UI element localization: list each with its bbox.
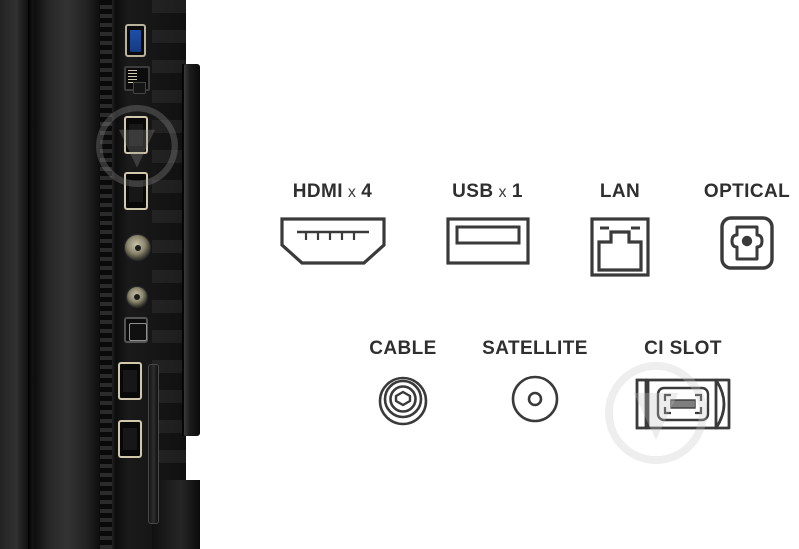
ci-cam-card-icon-wrap — [630, 374, 736, 434]
spec-cable: CABLE — [355, 339, 451, 426]
tv-port-optical — [124, 317, 148, 343]
optical-toslink-icon — [720, 216, 774, 270]
spec-lan-label: LAN — [578, 182, 662, 201]
lan-latch-tab — [133, 82, 146, 94]
coaxial-cable-icon — [378, 376, 428, 426]
tv-vent-gap — [112, 0, 116, 549]
spec-optical-name: OPTICAL — [703, 181, 791, 202]
lan-pin-contacts — [128, 70, 137, 84]
spec-optical: OPTICAL — [700, 182, 794, 271]
tv-port-cable-coax — [124, 234, 151, 261]
tv-port-ci-slot — [148, 364, 159, 524]
spec-cislot-label: CI SLOT — [630, 339, 736, 358]
tv-port-lan — [124, 66, 150, 94]
optical-toslink-icon-wrap — [700, 215, 794, 271]
tv-bezel-edge — [28, 0, 38, 549]
spec-cislot: CI SLOT — [630, 339, 736, 434]
spec-cable-label: CABLE — [355, 339, 451, 358]
tv-bottom-step — [152, 480, 200, 549]
tv-vent-grille — [100, 0, 112, 549]
ci-cam-card-icon — [635, 378, 731, 430]
tv-rear-port-panel — [0, 0, 200, 549]
spec-lan: LAN — [578, 182, 662, 279]
satellite-f-connector-icon-wrap — [475, 372, 595, 424]
usb-connector-icon-wrap — [430, 215, 545, 267]
tv-port-hdmi-2 — [124, 172, 148, 210]
coaxial-cable-icon-wrap — [355, 372, 451, 426]
satellite-f-connector-icon — [511, 375, 559, 423]
usb3-blue-insert — [130, 30, 141, 52]
tv-port-hdmi-3 — [118, 362, 142, 400]
optical-inner-shutter — [129, 323, 147, 341]
spec-usb-name: USB — [452, 181, 494, 202]
tv-port-usb3 — [125, 24, 146, 57]
tv-port-satellite-coax — [126, 286, 148, 308]
spec-hdmi-count: 4 — [361, 181, 373, 202]
usb-connector-icon — [445, 217, 530, 265]
hdmi-connector-icon — [279, 217, 386, 265]
spec-satellite-name: SATELLITE — [482, 338, 588, 359]
spec-usb-count: 1 — [511, 181, 523, 202]
spec-lan-name: LAN — [599, 181, 641, 202]
spec-hdmi-name: HDMI — [292, 181, 343, 202]
lan-rj45-icon-wrap — [578, 215, 662, 279]
spec-cislot-name: CI SLOT — [644, 338, 722, 359]
tv-port-hdmi-4 — [118, 420, 142, 458]
lan-rj45-icon — [590, 217, 650, 277]
spec-satellite: SATELLITE — [475, 339, 595, 424]
tv-body-shell — [36, 0, 100, 549]
spec-optical-label: OPTICAL — [700, 182, 794, 201]
spec-cable-name: CABLE — [369, 338, 437, 359]
spec-satellite-label: SATELLITE — [475, 339, 595, 358]
tv-port-hdmi-1 — [124, 116, 148, 154]
spec-hdmi-multiplier: x — [347, 184, 357, 201]
tv-bezel-gloss — [0, 0, 30, 549]
tv-rear-fin — [184, 64, 200, 436]
tv-bezel-outer — [0, 0, 30, 549]
spec-usb-multiplier: x — [498, 184, 507, 201]
hdmi-connector-icon-wrap — [270, 215, 395, 267]
